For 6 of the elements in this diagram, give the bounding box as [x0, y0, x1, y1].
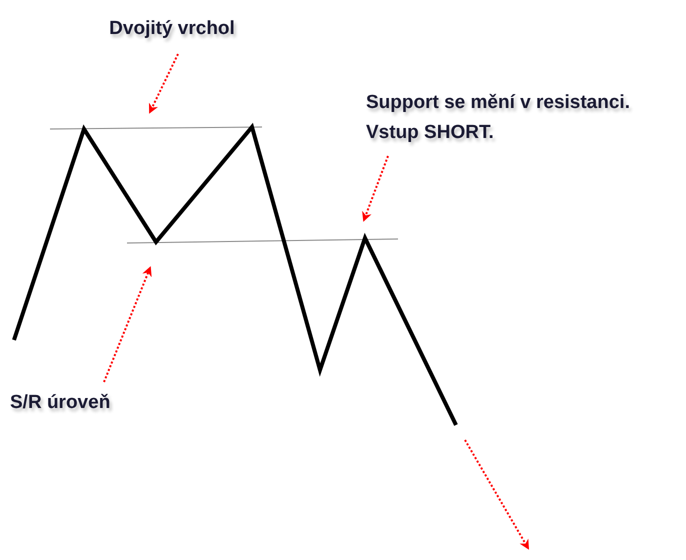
- leader-arrow: [362, 156, 389, 222]
- annotation-text: S/R úroveň: [10, 391, 112, 415]
- annotation-text: Support se mění v resistanci. Vstup SHORT.: [366, 91, 631, 145]
- leader-arrow: [148, 54, 179, 114]
- leader-arrow: [103, 266, 152, 382]
- annotation-text: Dvojitý vrchol: [108, 17, 236, 41]
